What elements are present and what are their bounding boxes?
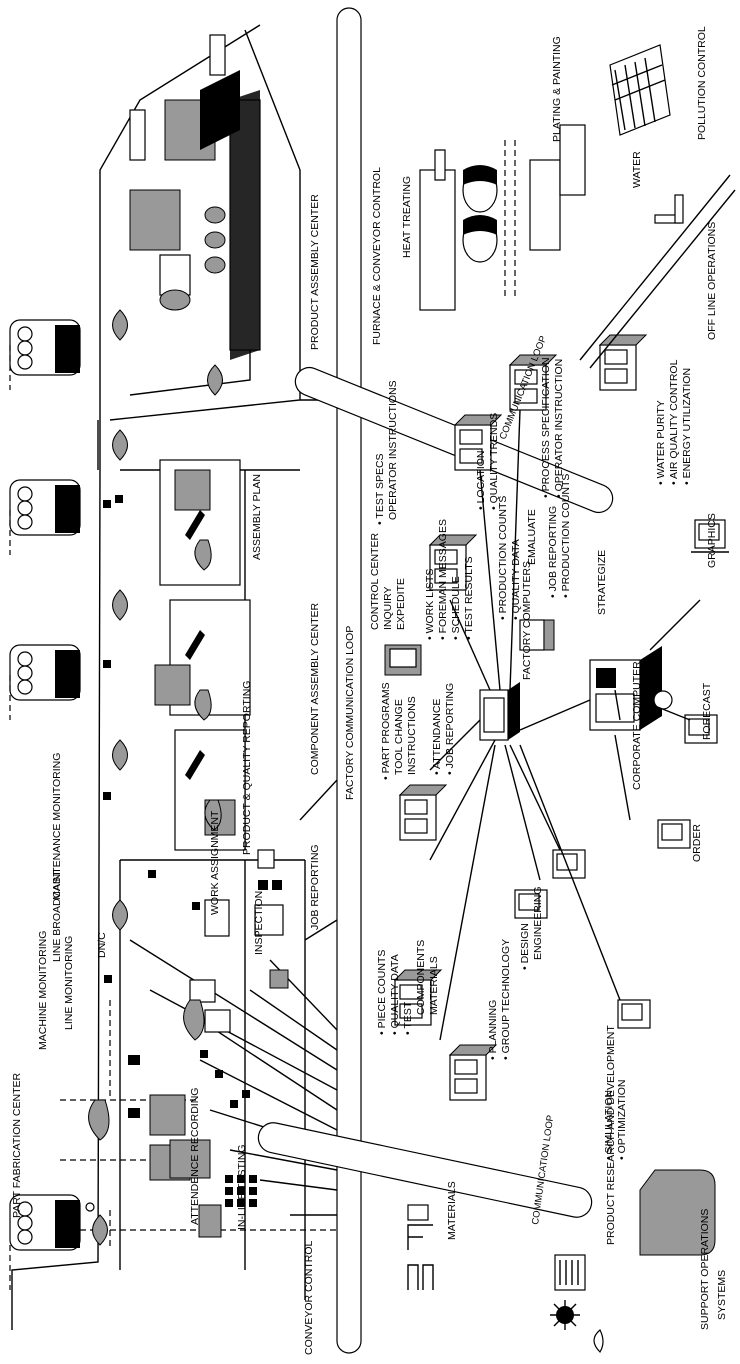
materials-label: MATERIALS	[446, 1181, 458, 1240]
part-programs-label: • PART PROGRAMS	[380, 682, 392, 780]
component-assembly-machines	[155, 460, 250, 850]
quality-data-2-label: • QUALITY DATA	[510, 539, 522, 620]
water-purity-label: • WATER PURITY	[655, 400, 667, 485]
factory-computers	[480, 682, 520, 740]
factory-computers-label: FACTORY COMPUTERS	[521, 561, 533, 680]
truck-3	[10, 480, 80, 535]
inspection-label: INSPECTION	[253, 891, 265, 955]
energy-utilization-label: • ENERGY UTILIZATION	[681, 368, 693, 485]
systems-label: SYSTEMS	[716, 1270, 728, 1320]
materials2-label: MATERIALS	[428, 956, 440, 1015]
strategize-label: STRATEGIZE	[596, 550, 608, 615]
control-center-label: CONTROL CENTER	[369, 533, 381, 630]
quality-trends-label: • QUALITY TRENDS	[488, 413, 500, 510]
product-assembly-center-label: PRODUCT ASSEMBLY CENTER	[309, 194, 321, 350]
test-results-label: • TEST RESULTS	[463, 556, 475, 640]
line-monitoring-label: LINE MONITORING	[63, 936, 75, 1030]
dnc-label: DN/C	[96, 932, 108, 958]
off-line-operations-label: OFF LINE OPERATIONS	[706, 222, 718, 340]
materials-icons	[408, 1205, 433, 1290]
conveyor-control-label: CONVEYOR CONTROL	[303, 1240, 315, 1355]
maintenance-monitoring-label: MAINTENANCE MONITORING	[51, 753, 63, 900]
job-reporting-c-label: • JOB REPORTING	[547, 506, 559, 598]
heat-treating-label: HEAT TREATING	[401, 176, 413, 258]
in-line-testing-label: IN-LINE TESTING	[236, 1144, 248, 1230]
design-label: • DESIGN	[519, 923, 531, 970]
expedite-label: EXPEDITE	[395, 578, 407, 630]
location-label: • LOCATION	[475, 451, 487, 511]
corporate-computer-label: CORPORATE COMPUTER	[631, 661, 643, 790]
test-specs-label: • TEST SPECS	[374, 453, 386, 525]
operator-instruction-label: • OPERATOR INSTRUCTION	[553, 359, 565, 498]
product-assembly-machines	[130, 35, 260, 360]
support-operations-label: SUPPORT OPERATIONS	[699, 1209, 711, 1330]
order-label: ORDER	[691, 824, 703, 862]
corporate-computer	[590, 646, 662, 730]
quality-data-1: • QUALITY DATA	[389, 954, 401, 1035]
part-fabrication-center-label: PART FABRICATION CENTER	[11, 1073, 23, 1218]
graphics-label: GRAPHICS	[706, 513, 718, 568]
instructions-label: INSTRUCTIONS	[406, 696, 418, 775]
work-lists-label: • WORK LISTS	[424, 569, 436, 640]
operator-instructions-label: OPERATOR INSTRUCTIONS	[387, 380, 399, 520]
engineering-label: ENGINEERING	[532, 886, 544, 960]
job-reporting-top-label: JOB REPORTING	[309, 844, 321, 930]
attendance-label: • ATTENDANCE	[431, 699, 443, 775]
job-reporting-b-label: • JOB REPORTING	[444, 683, 456, 775]
schedule-label: • SCHEDULE	[450, 576, 462, 640]
truck-4	[10, 320, 80, 375]
forecast-label: FORECAST	[701, 682, 713, 740]
inquiry-label: INQUIRY	[382, 586, 394, 630]
plating-painting-label: PLATING & PAINTING	[551, 36, 563, 142]
product-quality-reporting-label: PRODUCT & QUALITY REPORTING	[241, 681, 253, 855]
emaluate-label: EMALUATE	[526, 509, 538, 565]
component-assembly-center-label: COMPONENT ASSEMBLY CENTER	[309, 602, 321, 775]
tool-change-label: TOOL CHANGE	[393, 699, 405, 775]
truck-2	[10, 645, 80, 700]
work-assignment-label: WORK ASSIGNMENT	[209, 810, 221, 915]
optimization-label: • OPTIMIZATION	[616, 1080, 628, 1160]
pollution-control-label: POLLUTION CONTROL	[696, 26, 708, 140]
air-quality-control-label: • AIR QUALITY CONTROL	[668, 359, 680, 485]
water-label: WATER	[631, 151, 643, 188]
piece-counts: • PIECE COUNTS	[376, 950, 388, 1035]
components-label: COMPONENTS	[415, 940, 427, 1015]
factory-communication-loop-label: FACTORY COMMUNICATION LOOP	[344, 626, 356, 800]
production-counts-1-label: • PRODUCTION COUNTS	[497, 496, 509, 620]
off-line-equipment	[420, 45, 735, 368]
assembly-plan-label: ASSEMBLY PLAN	[251, 474, 263, 560]
simulation-label: • SIMULATION	[603, 1090, 615, 1160]
attendence-recording-label: ATTENDENCE RECORDING	[189, 1088, 201, 1225]
process-specification-label: • PROCESS SPECIFICATION	[540, 357, 552, 498]
foreman-messages-label: • FOREMAN MESSAGES	[437, 519, 449, 640]
group-technology-label: • GROUP TECHNOLOGY	[500, 939, 512, 1060]
machine-monitoring-label: MACHINE MONITORING	[37, 931, 49, 1050]
furnace-conveyor-control-label: FURNACE & CONVEYOR CONTROL	[371, 167, 383, 345]
test-label: • TEST	[402, 1001, 414, 1035]
research-icons	[550, 1255, 603, 1352]
planning-label: • PLANNING	[487, 1000, 499, 1060]
